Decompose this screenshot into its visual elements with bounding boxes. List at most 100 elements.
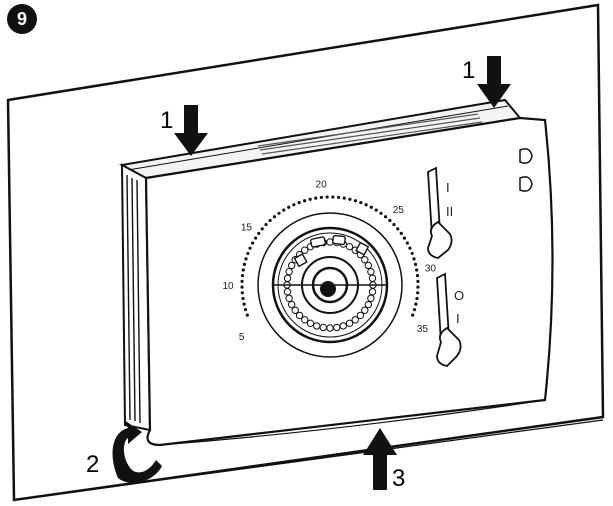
dial-tick xyxy=(353,199,358,203)
dial-tick xyxy=(253,236,258,240)
press-arrow-right: 1 xyxy=(462,56,511,108)
dial-tick xyxy=(240,274,245,278)
side-knobs xyxy=(519,148,533,192)
callout-3: 3 xyxy=(392,465,405,492)
dial-bead xyxy=(287,300,296,309)
dial-tick xyxy=(379,211,383,215)
push-arrow-up: 3 xyxy=(363,428,405,492)
dial-tick xyxy=(359,200,363,205)
dial-bead xyxy=(368,288,377,296)
callout-1-left: 1 xyxy=(160,107,173,134)
dial-tick xyxy=(416,285,420,289)
callout-2: 2 xyxy=(86,451,99,478)
dial-tick xyxy=(308,197,312,201)
dial-tick xyxy=(374,208,378,212)
dial-tick xyxy=(257,231,261,235)
dial-tick xyxy=(243,308,248,312)
step-badge: 9 xyxy=(7,4,37,34)
dial-bead xyxy=(364,300,373,309)
dial-tick xyxy=(402,236,407,240)
selector-switch-top: I II xyxy=(427,166,453,259)
dial-tick xyxy=(325,195,329,199)
switch-bottom-label-upper: O xyxy=(454,288,464,303)
dial-bead xyxy=(361,306,369,314)
dial-bead xyxy=(319,323,327,332)
dial-tick xyxy=(383,215,388,219)
dial-tick xyxy=(272,215,277,219)
switch-bottom-lever xyxy=(436,326,462,367)
dial-tick xyxy=(392,222,396,227)
dial-tick xyxy=(319,195,324,200)
dial-scale-label: 30 xyxy=(425,263,437,274)
dial-bead xyxy=(339,322,347,330)
dial-bead xyxy=(301,246,309,254)
dial-tick xyxy=(242,262,247,266)
dial-tick xyxy=(292,203,296,207)
dial-scale-label: 35 xyxy=(417,324,429,335)
dial-tick xyxy=(388,218,392,223)
vent-slots xyxy=(257,113,483,155)
press-arrow-left: 1 xyxy=(160,105,208,156)
dial-tick xyxy=(287,205,291,209)
dial-tick xyxy=(245,313,249,317)
switch-top-label-upper: I xyxy=(446,180,450,195)
dial-tick xyxy=(342,196,346,200)
dial-bead xyxy=(345,319,354,328)
dial-bead xyxy=(361,256,369,264)
dial-outer-ring xyxy=(257,212,403,358)
dial-tick xyxy=(302,199,307,203)
selector-switch-bottom: O I xyxy=(436,272,464,367)
dial-bead xyxy=(364,261,373,270)
dial-tick xyxy=(260,227,264,231)
dial-tick xyxy=(411,313,415,317)
dial-tick xyxy=(240,291,244,295)
dial-tick xyxy=(414,302,418,306)
dial-bead xyxy=(295,311,304,320)
dial-tick xyxy=(336,195,341,200)
dial-tick xyxy=(399,231,403,235)
dial-bead xyxy=(326,324,334,332)
dial-tick xyxy=(248,246,252,250)
dial-bead xyxy=(356,311,365,320)
dial-tick xyxy=(415,274,420,278)
dial-tick xyxy=(297,200,301,205)
dial-tick xyxy=(415,296,419,301)
dial-tick xyxy=(246,251,250,256)
dial-bead xyxy=(287,261,296,270)
dial-bead xyxy=(283,288,292,296)
dial-center-knob xyxy=(320,281,336,297)
dial-tick xyxy=(244,257,248,261)
mode-icons xyxy=(293,234,370,268)
dial-scale-label: 5 xyxy=(239,332,245,343)
dial-tick xyxy=(416,291,420,295)
dial-tick xyxy=(416,279,420,283)
dial-scale-label: 10 xyxy=(222,281,234,292)
switch-top-lever xyxy=(427,220,453,259)
dial-bead xyxy=(285,294,293,302)
dial-tick xyxy=(415,268,419,272)
dial-bead xyxy=(333,323,341,332)
dial-tick xyxy=(240,285,244,289)
step-number: 9 xyxy=(17,9,27,29)
dial-tick xyxy=(412,308,417,312)
dial-bead xyxy=(368,274,377,282)
dial-bead xyxy=(291,306,299,314)
dial-bead xyxy=(367,268,375,276)
dial-tick xyxy=(241,268,245,272)
dial-scale-label: 25 xyxy=(393,205,405,216)
dial-tick xyxy=(348,197,352,201)
dial-tick xyxy=(405,241,409,245)
dial-tick-ring xyxy=(240,195,420,317)
dial-tick xyxy=(410,251,414,256)
dial-tick xyxy=(241,296,245,301)
dial-bead xyxy=(306,319,315,328)
dial-tick xyxy=(408,246,412,250)
hinge-rotate-arrow: 2 xyxy=(86,420,162,483)
dial-scale-label: 15 xyxy=(241,222,253,233)
dial-tick xyxy=(240,279,244,283)
dial-tick xyxy=(264,222,268,227)
dial-tick xyxy=(282,208,286,212)
